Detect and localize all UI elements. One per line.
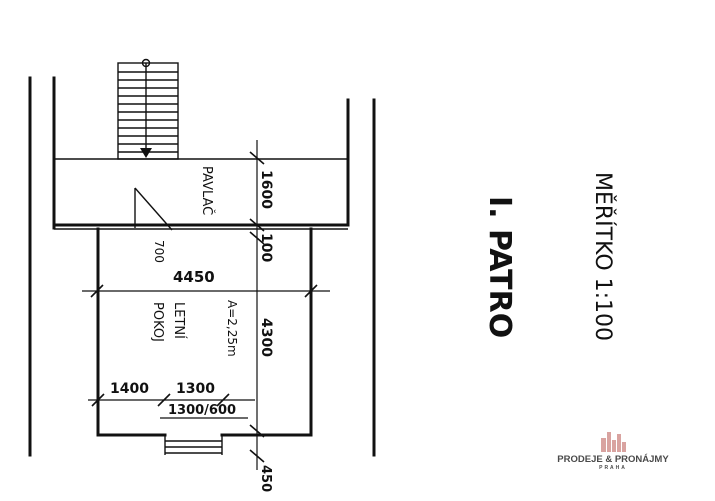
- dim-1600: 1600: [258, 170, 274, 209]
- pavlac-label: PAVLAČ: [199, 166, 215, 215]
- door-swing: [134, 187, 173, 231]
- dim-100: 100: [258, 233, 274, 262]
- dim-1300: 1300: [176, 381, 215, 397]
- dim-1400: 1400: [110, 381, 149, 397]
- dim-4450: 4450: [173, 268, 215, 286]
- stair-arrow-icon: [140, 148, 152, 158]
- dim-450: 450: [258, 465, 273, 492]
- floor-title: I. PATRO: [482, 196, 517, 338]
- watermark-logo: PRODEJE & PRONÁJMY PRAHA: [557, 432, 669, 471]
- scale-label: MĚŘÍTKO 1:100: [590, 172, 616, 341]
- city-skyline-icon: [601, 432, 626, 452]
- entry-step: [164, 435, 223, 455]
- room-area-label: A=2,25m: [225, 300, 239, 357]
- watermark-city: PRAHA: [599, 465, 627, 471]
- dim-700: 700: [152, 240, 166, 263]
- window-dimension: 1300/600: [168, 403, 236, 418]
- dim-4300: 4300: [258, 318, 274, 357]
- room-label-pokoj: POKOJ: [150, 302, 165, 342]
- watermark-brand: PRODEJE & PRONÁJMY: [557, 454, 669, 465]
- room-label-letni: LETNÍ: [171, 302, 187, 339]
- staircase: [117, 58, 179, 160]
